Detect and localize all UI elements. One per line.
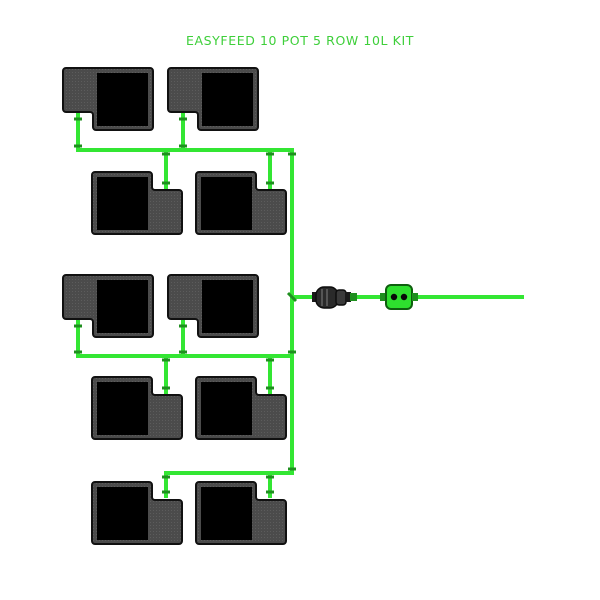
pot-reservoir — [202, 73, 253, 126]
pot-reservoir — [201, 177, 252, 230]
inline-filter-connector-icon — [312, 286, 357, 309]
pot-reservoir — [201, 382, 252, 435]
pot-reservoir — [97, 280, 148, 333]
pot-row3-right — [167, 274, 259, 338]
pot-reservoir — [97, 73, 148, 126]
pot-reservoir — [202, 280, 253, 333]
pot-row5-left — [91, 481, 183, 545]
pot-row4-right — [195, 376, 287, 440]
tubing — [76, 113, 524, 498]
pot-row2-left — [91, 171, 183, 235]
pot-row3-left — [62, 274, 154, 338]
pot-reservoir — [97, 382, 148, 435]
fittings — [74, 117, 298, 494]
pot-reservoir — [201, 487, 252, 540]
pot-row2-right — [195, 171, 287, 235]
diagram-title: EASYFEED 10 POT 5 ROW 10L KIT — [185, 33, 414, 48]
pot-row1-right — [167, 67, 259, 131]
pot-row5-right — [195, 481, 287, 545]
float-valve-icon — [380, 284, 418, 310]
pot-reservoir — [97, 487, 148, 540]
pot-row4-left — [91, 376, 183, 440]
pot-row1-left — [62, 67, 154, 131]
pot-reservoir — [97, 177, 148, 230]
